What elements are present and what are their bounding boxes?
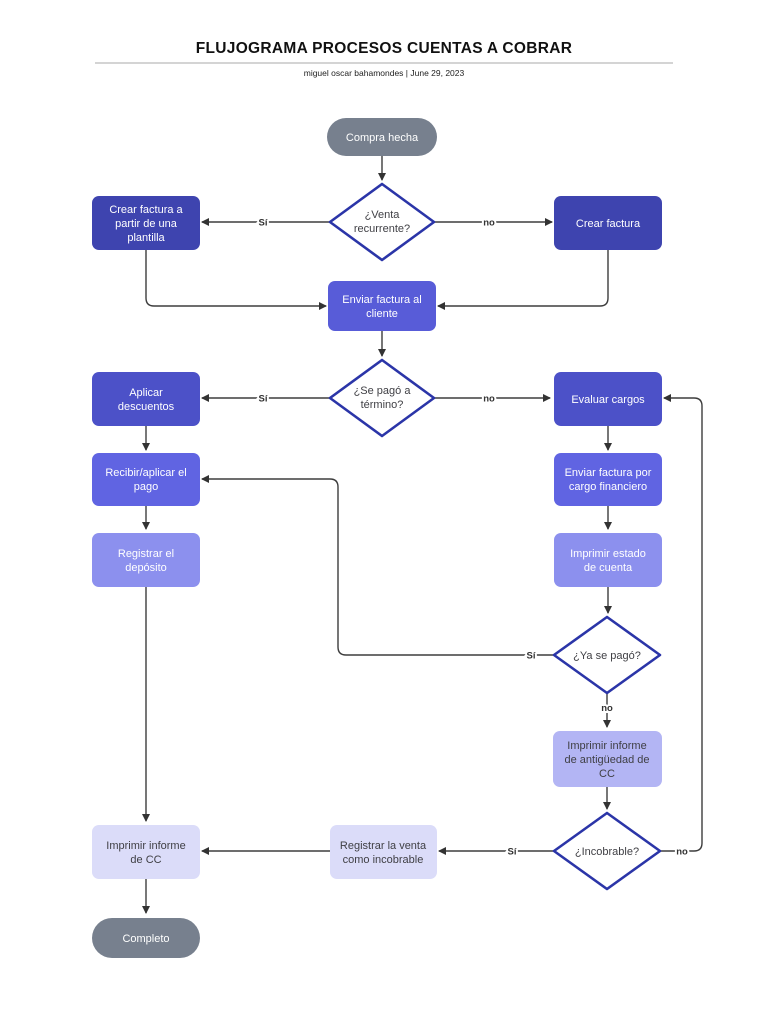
node-evaluar-cargos: Evaluar cargos <box>554 372 662 426</box>
node-crear-factura-plantilla: Crear factura a partir de una plantilla <box>92 196 200 250</box>
label-yapago-si: Sí <box>527 651 536 662</box>
node-compra-hecha: Compra hecha <box>327 118 437 156</box>
node-label: de antigüedad de <box>564 754 649 766</box>
node-label: Compra hecha <box>346 132 419 144</box>
node-label: Enviar factura al <box>342 294 421 306</box>
node-label: ¿Venta <box>365 209 401 221</box>
node-enviar-factura-cargo: Enviar factura por cargo financiero <box>554 453 662 506</box>
label-venta-si: Sí <box>259 218 268 229</box>
node-crear-factura: Crear factura <box>554 196 662 250</box>
edge-factura-to-enviar <box>437 250 609 310</box>
process-shape <box>92 372 200 426</box>
node-completo: Completo <box>92 918 200 958</box>
process-shape <box>92 533 200 587</box>
node-label: ¿Se pagó a <box>354 385 412 397</box>
process-shape <box>92 196 200 250</box>
node-label: Completo <box>122 933 169 945</box>
node-label: ¿Incobrable? <box>575 846 639 858</box>
node-ya-se-pago: ¿Ya se pagó? <box>552 615 662 695</box>
node-label: Aplicar <box>129 387 163 399</box>
connectors <box>142 156 703 914</box>
label-termino-si: Sí <box>259 394 268 405</box>
process-shape <box>328 281 436 331</box>
decision-shape <box>552 811 662 891</box>
node-label: cliente <box>366 308 398 320</box>
node-label: partir de una <box>115 218 178 230</box>
edge-plantilla-to-enviar <box>145 250 327 310</box>
label-incobrable-no: no <box>676 847 688 858</box>
node-label: pago <box>134 481 158 493</box>
label-termino-no: no <box>483 394 495 405</box>
decision-shape <box>328 358 436 438</box>
process-shape <box>554 372 662 426</box>
node-aplicar-descuentos: Aplicar descuentos <box>92 372 200 426</box>
label-yapago-no: no <box>601 703 613 714</box>
node-recibir-aplicar-pago: Recibir/aplicar el pago <box>92 453 200 506</box>
node-label: de CC <box>130 854 161 866</box>
node-imprimir-estado-cuenta: Imprimir estado de cuenta <box>554 533 662 587</box>
edge-labels: Sí no Sí no Sí no Sí no <box>257 216 690 860</box>
decision-shape <box>552 615 662 695</box>
node-label: Recibir/aplicar el <box>105 467 186 479</box>
node-label: Registrar el <box>118 548 174 560</box>
node-label: Imprimir informe <box>567 740 646 752</box>
node-label: Imprimir informe <box>106 840 185 852</box>
label-incobrable-si: Sí <box>508 847 517 858</box>
terminator-shape <box>92 918 200 958</box>
page-title: FLUJOGRAMA PROCESOS CUENTAS A COBRAR <box>196 40 573 57</box>
process-shape <box>92 453 200 506</box>
label-venta-no: no <box>483 218 495 229</box>
node-label: depósito <box>125 562 167 574</box>
node-label: descuentos <box>118 401 175 413</box>
node-imprimir-informe-cc: Imprimir informe de CC <box>92 825 200 879</box>
node-enviar-factura-cliente: Enviar factura al cliente <box>328 281 436 331</box>
node-label: como incobrable <box>343 854 424 866</box>
process-shape <box>330 825 437 879</box>
node-label: Crear factura a <box>109 204 183 216</box>
node-registrar-deposito: Registrar el depósito <box>92 533 200 587</box>
node-label: cargo financiero <box>569 481 647 493</box>
node-label: CC <box>599 768 615 780</box>
node-label: recurrente? <box>354 223 410 235</box>
node-label: Imprimir estado <box>570 548 646 560</box>
node-label: término? <box>361 399 404 411</box>
edge-incobrable-no-loop <box>660 394 703 852</box>
decision-shape <box>328 182 436 262</box>
node-label: Enviar factura por <box>565 467 652 479</box>
edge-yapago-si-loop <box>201 475 554 656</box>
node-venta-recurrente: ¿Venta recurrente? <box>328 182 436 262</box>
node-imprimir-antiguedad: Imprimir informe de antigüedad de CC <box>553 731 662 787</box>
node-label: Crear factura <box>576 218 641 230</box>
node-label: de cuenta <box>584 562 633 574</box>
node-se-pago-termino: ¿Se pagó a término? <box>328 358 436 438</box>
node-label: plantilla <box>127 232 165 244</box>
byline: miguel oscar bahamondes | June 29, 2023 <box>304 68 465 78</box>
node-incobrable: ¿Incobrable? <box>552 811 662 891</box>
node-label: ¿Ya se pagó? <box>573 650 641 662</box>
node-label: Evaluar cargos <box>571 394 645 406</box>
terminator-shape <box>327 118 437 156</box>
node-label: Registrar la venta <box>340 840 427 852</box>
process-shape <box>92 825 200 879</box>
node-registrar-venta-incobrable: Registrar la venta como incobrable <box>330 825 437 879</box>
process-shape <box>553 731 662 787</box>
process-shape <box>554 453 662 506</box>
process-shape <box>554 533 662 587</box>
process-shape <box>554 196 662 250</box>
